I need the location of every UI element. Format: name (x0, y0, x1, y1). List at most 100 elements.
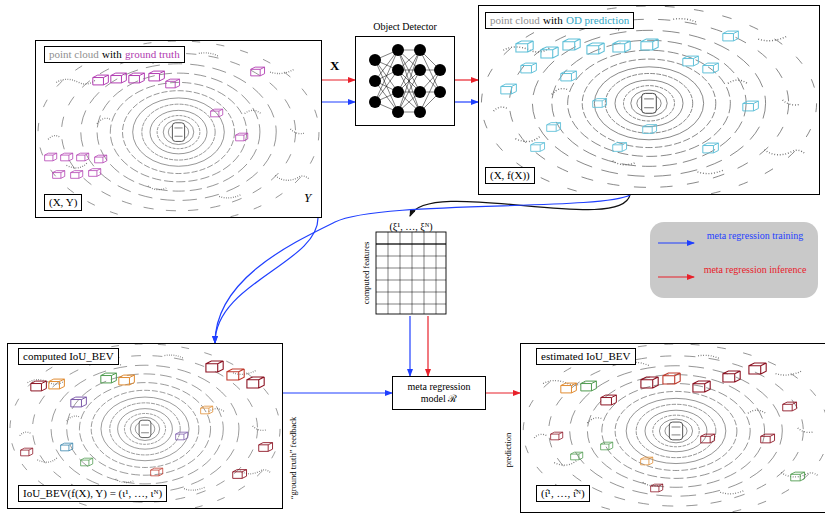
legend-text: meta regression inference (700, 264, 810, 276)
svg-use (749, 363, 766, 374)
svg-use (247, 377, 264, 388)
model-box: meta regression model ℛ (392, 376, 486, 410)
flow-arrow (322, 101, 355, 102)
feature-grid (376, 232, 446, 314)
svg-use (683, 56, 699, 66)
label-tag: IoU_BEV(f(X), Y) = (ι¹, …, ιᴺ) (18, 485, 167, 502)
svg-use (151, 468, 163, 476)
svg-path (376, 232, 446, 314)
svg-use (61, 443, 73, 451)
svg-path (376, 243, 446, 244)
iou-boxes (21, 361, 273, 478)
svg-use (21, 448, 33, 456)
svg-use (761, 434, 775, 443)
svg-use (259, 443, 273, 452)
svg-use (641, 457, 653, 465)
svg-use (613, 143, 627, 152)
svg-use (613, 41, 630, 52)
panel-text: (ξ¹, …, ξᴺ) (389, 221, 432, 232)
svg-use (723, 371, 740, 382)
edge-label: prediction (503, 432, 513, 468)
svg-use (561, 71, 577, 81)
svg-use (61, 153, 73, 161)
svg-use (783, 402, 797, 411)
svg-use (723, 31, 739, 41)
svg-path (375, 50, 440, 112)
scene-panel: computed IoU_BEV IoU_BEV(f(X), Y) = (ι¹, … (7, 343, 283, 509)
panel-text: estimated IoU_BEV (541, 350, 631, 362)
panel-text: IoU_BEV(f(X), Y) = (ι¹, …, ιᴺ) (23, 487, 162, 499)
svg-circle (392, 86, 404, 98)
svg-use (149, 71, 165, 81)
ground-truth-boxes (45, 67, 265, 178)
panel-text: OD prediction (566, 14, 629, 26)
label-tag: (X, f(X)) (485, 167, 535, 184)
svg-circle (414, 106, 426, 118)
svg-use (571, 452, 583, 460)
svg-use (89, 169, 101, 177)
svg-use (77, 153, 89, 161)
svg-use (693, 381, 710, 392)
svg-use (93, 75, 109, 85)
flow-arrow (427, 316, 428, 376)
svg-use (201, 406, 213, 414)
scene-panel: point cloudwithground truth(X, Y) (35, 40, 322, 218)
svg-use (521, 63, 537, 73)
svg-use (166, 79, 180, 88)
svg-circle (392, 106, 404, 118)
svg-use (601, 442, 613, 450)
math-symbol: Y (304, 190, 311, 206)
svg-use (236, 133, 248, 141)
svg-use (119, 375, 135, 385)
label-tag: computed features (361, 242, 371, 305)
svg-use (541, 47, 558, 58)
svg-use (601, 395, 617, 405)
flow-arrow (486, 392, 520, 393)
svg-use (531, 143, 545, 152)
svg-rect (376, 232, 446, 314)
svg-use (233, 470, 247, 479)
label-tag: computed IoU_BEV (18, 348, 119, 365)
svg-use (206, 361, 223, 372)
label-tag: estimated IoU_BEV (536, 348, 636, 365)
label-tag: (X, Y) (44, 194, 82, 211)
panel-text: (X, Y) (49, 196, 77, 208)
point-cloud (38, 41, 319, 223)
svg-path (658, 276, 694, 277)
svg-use (501, 84, 517, 94)
svg-use (111, 73, 127, 83)
svg-use (561, 383, 577, 393)
svg-circle (434, 86, 446, 98)
svg-use (563, 39, 580, 50)
svg-circle (434, 64, 446, 76)
svg-use (81, 458, 93, 466)
svg-circle (392, 44, 404, 56)
svg-use (49, 379, 65, 389)
estimated-boxes (551, 363, 805, 492)
svg-use (176, 432, 188, 440)
panel-text: with (543, 14, 563, 26)
scene-panel: estimated IoU_BEV(ι̂¹, …, ι̂ᴺ) (520, 343, 825, 513)
svg-use (251, 67, 265, 76)
svg-circle (414, 86, 426, 98)
svg-use (581, 381, 597, 391)
svg-use (547, 123, 561, 132)
label-tag: Object Detector (369, 19, 441, 34)
svg-circle (369, 54, 381, 66)
svg-circle (414, 44, 426, 56)
svg-use (71, 397, 87, 407)
prediction-boxes (501, 31, 759, 153)
panel-text: ground truth (125, 48, 180, 60)
svg-use (593, 99, 607, 108)
scene-panel: point cloudwithOD prediction(X, f(X)) (478, 5, 820, 195)
svg-use (641, 39, 658, 50)
label-tag: (ξ¹, …, ξᴺ) (376, 219, 446, 234)
svg-path (658, 242, 694, 243)
flow-arrow (322, 79, 355, 80)
panel-text: Object Detector (373, 21, 437, 32)
svg-use (95, 155, 107, 163)
svg-use (703, 143, 719, 153)
svg-circle (369, 96, 381, 108)
flow-arrow (409, 316, 410, 376)
